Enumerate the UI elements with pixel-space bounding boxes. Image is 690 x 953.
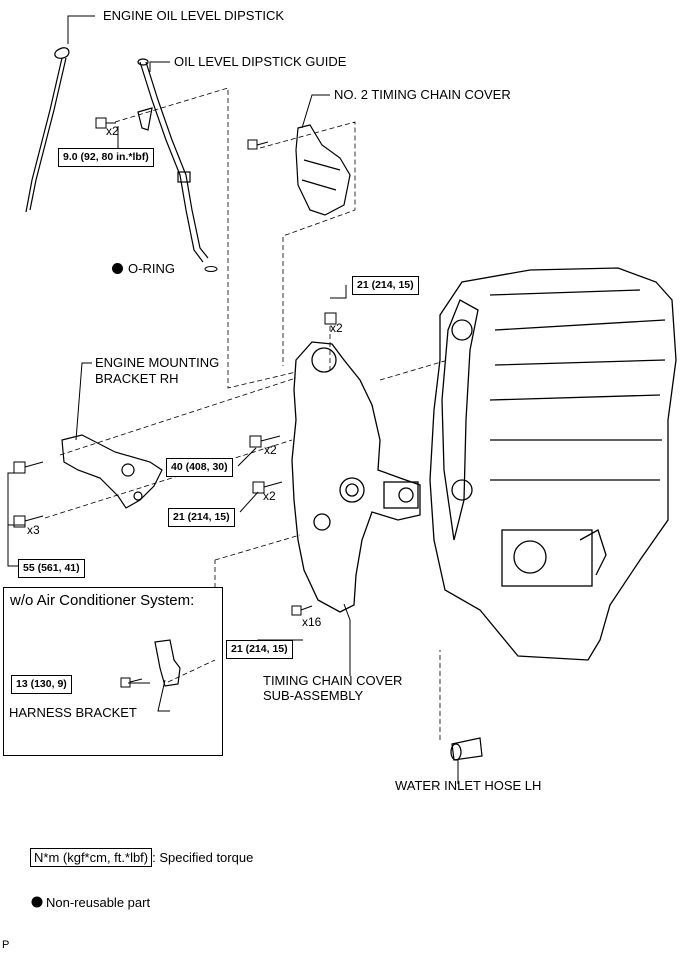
timing-cover-no2-label: NO. 2 TIMING CHAIN COVER — [334, 87, 511, 102]
mount-bracket-part — [61, 434, 163, 509]
dipstick-label: ENGINE OIL LEVEL DIPSTICK — [103, 8, 285, 23]
engine-block-part — [429, 267, 677, 661]
bolt-icon — [291, 605, 313, 616]
timing-cover-part — [291, 341, 421, 613]
bolt-icon — [95, 117, 116, 129]
torque-55: 55 (561, 41) — [18, 559, 85, 578]
torque-top-nut: 21 (214, 15) — [352, 276, 419, 295]
qty-top-nut: x2 — [330, 321, 343, 335]
inset-title: w/o Air Conditioner System: — [10, 592, 195, 609]
o-ring-part — [204, 266, 218, 272]
mount-bracket-label-2: BRACKET RH — [95, 371, 179, 386]
water-hose-part — [450, 737, 483, 761]
dipstick-guide-part — [137, 58, 209, 263]
timing-cover-label-2: SUB-ASSEMBLY — [263, 688, 364, 703]
footer-code: P — [2, 939, 10, 951]
legend-nonreusable: Non-reusable part — [46, 895, 151, 910]
timing-cover-label-1: TIMING CHAIN COVER — [263, 673, 403, 688]
legend-torque: N*m (kgf*cm, ft.*lbf): Specified torque — [30, 848, 254, 867]
qty-mount: x3 — [27, 523, 40, 537]
torque-21-mid: 21 (214, 15) — [168, 508, 235, 527]
water-hose-label: WATER INLET HOSE LH — [395, 778, 542, 793]
harness-bracket-label: HARNESS BRACKET — [9, 705, 137, 720]
qty-x16: x16 — [302, 615, 322, 629]
legend-torque-text: : Specified torque — [152, 850, 254, 865]
bolt-icon — [247, 139, 269, 150]
nonreusable-dot — [31, 896, 43, 908]
torque-guide: 9.0 (92, 80 in.*lbf) — [58, 148, 154, 167]
bolt-icon — [13, 515, 44, 528]
mount-bracket-label-1: ENGINE MOUNTING — [95, 355, 220, 370]
inset-box: w/o Air Conditioner System: 13 (130, 9) … — [3, 587, 223, 756]
bolt-icon — [13, 461, 44, 474]
qty-40: x2 — [264, 443, 277, 457]
qty-21-mid: x2 — [263, 489, 276, 503]
torque-13: 13 (130, 9) — [11, 675, 72, 694]
o-ring-label: O-RING — [112, 261, 175, 276]
torque-40: 40 (408, 30) — [166, 458, 233, 477]
bolt-icon — [249, 435, 281, 448]
bolt-icon — [252, 481, 283, 494]
dipstick-part — [25, 47, 70, 213]
legend-torque-key: N*m (kgf*cm, ft.*lbf) — [30, 848, 153, 867]
qty-guide: x2 — [106, 124, 119, 138]
harness-bracket-part — [154, 639, 181, 687]
nonreusable-icon — [112, 263, 123, 274]
torque-21-low: 21 (214, 15) — [226, 640, 293, 659]
bolt-icon — [120, 677, 143, 688]
dipstick-guide-label: OIL LEVEL DIPSTICK GUIDE — [174, 54, 347, 69]
nut-icon — [324, 312, 337, 325]
timing-cover-no2-part — [295, 124, 351, 216]
